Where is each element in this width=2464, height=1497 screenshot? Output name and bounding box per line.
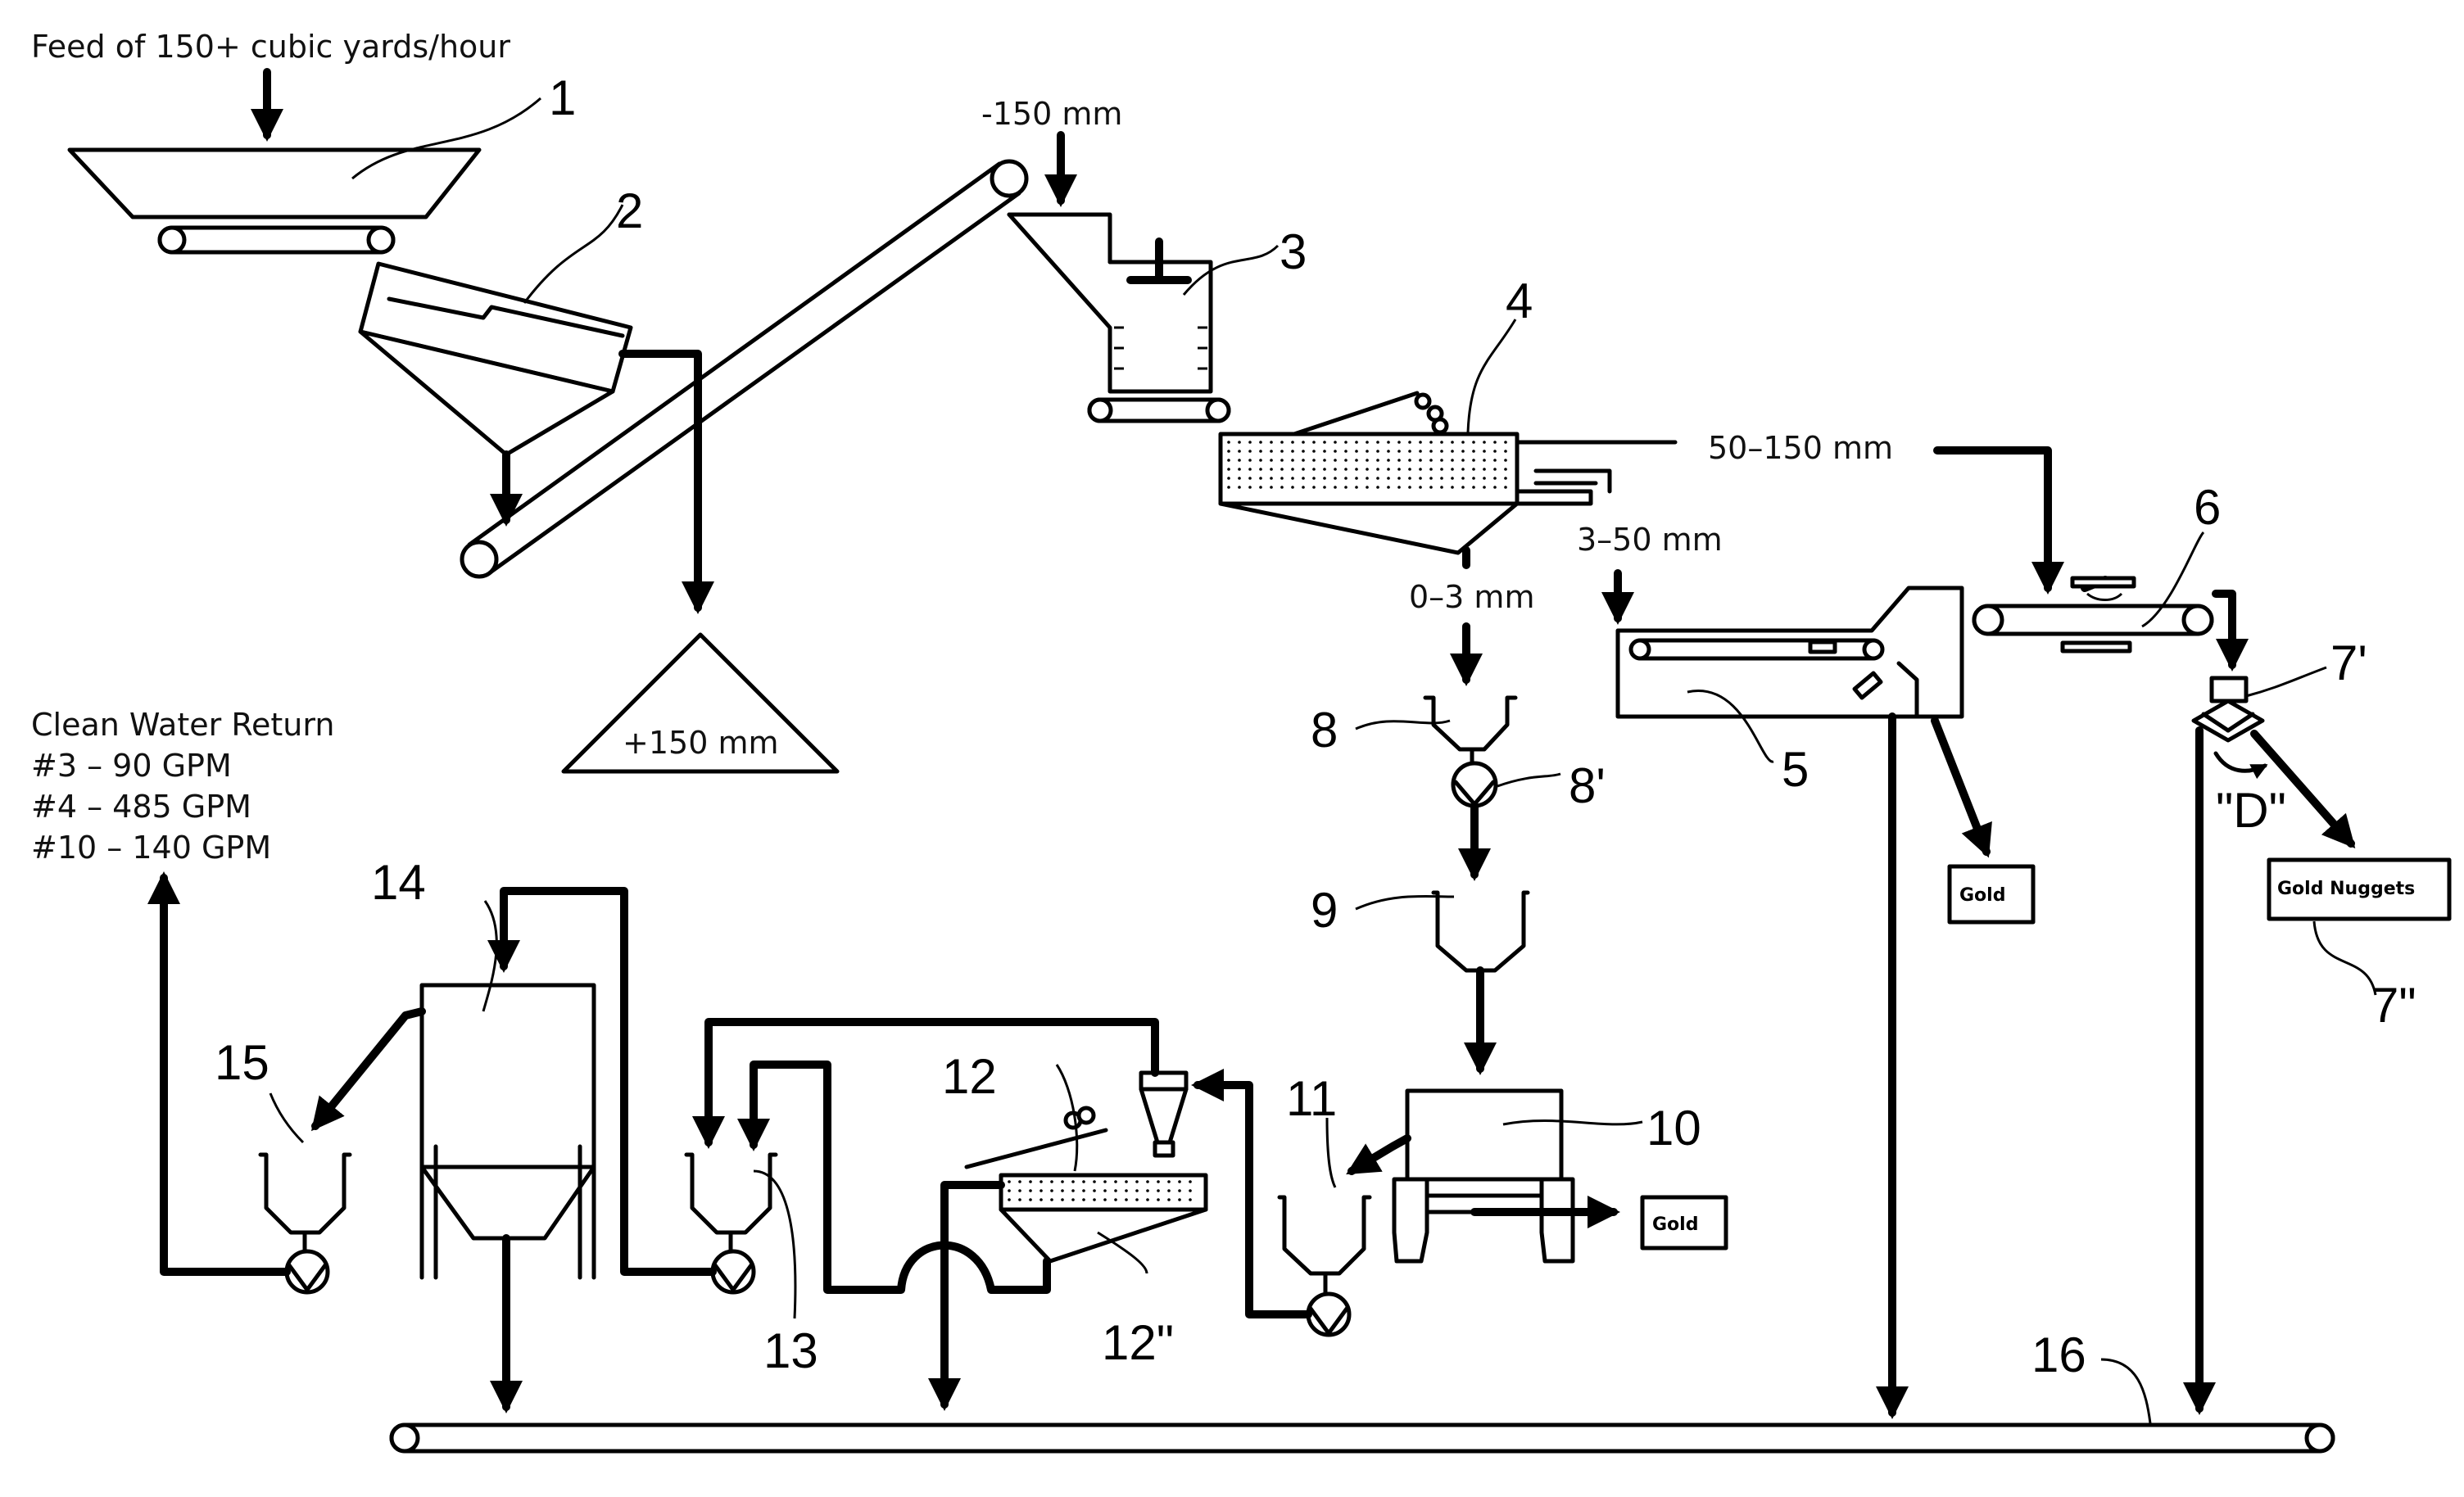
label-16: 16 (2031, 1327, 2086, 1382)
sorter-7p (2194, 667, 2351, 1409)
label-8: 8 (1311, 703, 1338, 758)
label-8p: 8' (1569, 758, 1606, 813)
label-7p: 7' (2330, 635, 2367, 690)
flow-50-150 (1937, 450, 2048, 588)
water-title: Clean Water Return (31, 707, 334, 743)
concentrator-10 (1352, 1091, 1642, 1261)
label-3: 3 (1280, 224, 1307, 279)
leader-7pp (2314, 921, 2376, 995)
label-2: 2 (616, 183, 643, 238)
grizzly-2 (360, 205, 698, 608)
label-5: 5 (1782, 742, 1809, 797)
plus150-label: +150 mm (623, 725, 778, 761)
gold-box-a-label: Gold (1959, 885, 2005, 906)
jig-5 (1618, 588, 1986, 1413)
label-1: 1 (549, 70, 576, 125)
sump-8 (1356, 698, 1560, 875)
feed-label: Feed of 150+ cubic yards/hour (31, 29, 510, 65)
label-12: 12 (942, 1049, 997, 1104)
label-9: 9 (1311, 883, 1338, 938)
label-15: 15 (215, 1035, 270, 1090)
label-10: 10 (1646, 1101, 1701, 1156)
size-3-50-label: 3–50 mm (1577, 522, 1723, 558)
label-12pp: 12" (1102, 1315, 1174, 1370)
size-0-3-label: 0–3 mm (1409, 579, 1534, 615)
gold-nuggets-label: Gold Nuggets (2277, 879, 2415, 899)
label-11: 11 (1286, 1071, 1337, 1126)
water-line-2: #4 – 485 GPM (31, 789, 251, 825)
hopper-9 (1356, 893, 1528, 1069)
water-line-1: #3 – 90 GPM (31, 748, 232, 784)
feed-hopper-1 (70, 72, 541, 252)
label-7pp: 7" (2371, 978, 2416, 1033)
label-4: 4 (1506, 274, 1533, 328)
label-13: 13 (763, 1323, 818, 1378)
gold-box-b-label: Gold (1652, 1214, 1698, 1235)
scrubber-3 (1009, 135, 1278, 421)
thickener-14 (315, 901, 594, 1407)
pump-11 (1198, 1085, 1370, 1335)
water-line-3: #10 – 140 GPM (31, 830, 271, 866)
conveyor-6 (1974, 532, 2232, 665)
minus150-label: -150 mm (981, 96, 1122, 132)
screen-perforations (1008, 441, 1507, 1201)
label-6: 6 (2194, 480, 2221, 535)
d-label: "D" (2216, 783, 2286, 838)
size-50-150-label: 50–150 mm (1708, 430, 1893, 466)
label-14: 14 (371, 855, 426, 910)
